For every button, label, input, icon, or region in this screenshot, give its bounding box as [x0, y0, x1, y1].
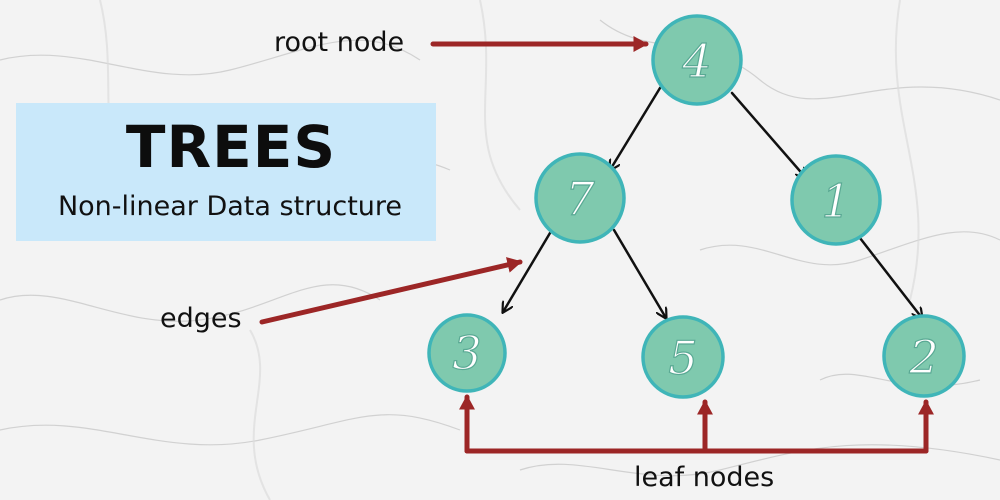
root-node-label: root node	[274, 27, 405, 58]
node-value-root: 4	[681, 34, 711, 88]
title-box: TREES Non-linear Data structure	[16, 103, 436, 241]
edge-7-to-3	[503, 231, 552, 312]
edges-label: edges	[160, 303, 242, 334]
node-left: 7	[534, 152, 626, 244]
leaf-nodes-label: leaf nodes	[634, 462, 775, 493]
leaf-node-5: 5	[641, 315, 725, 399]
tree-edges	[503, 86, 922, 318]
leaf-value-2: 2	[908, 330, 938, 384]
edges-pointer-arrow	[259, 257, 523, 325]
leaf-value-3: 3	[452, 326, 481, 380]
leaf-node-3: 3	[427, 313, 507, 393]
pointer-arrows	[259, 36, 934, 454]
leaf-value-5: 5	[668, 331, 697, 385]
edge-4-to-1	[730, 91, 806, 178]
edge-4-to-7	[610, 86, 662, 170]
node-root: 4	[651, 14, 743, 106]
node-right: 1	[790, 154, 882, 246]
edge-1-to-2	[858, 236, 922, 318]
edge-7-to-5	[612, 228, 666, 318]
node-value-right: 1	[821, 174, 850, 228]
page-title: TREES	[125, 113, 337, 181]
leaf-node-2: 2	[882, 314, 966, 398]
node-value-left: 7	[565, 172, 595, 226]
page-subtitle: Non-linear Data structure	[57, 191, 403, 222]
